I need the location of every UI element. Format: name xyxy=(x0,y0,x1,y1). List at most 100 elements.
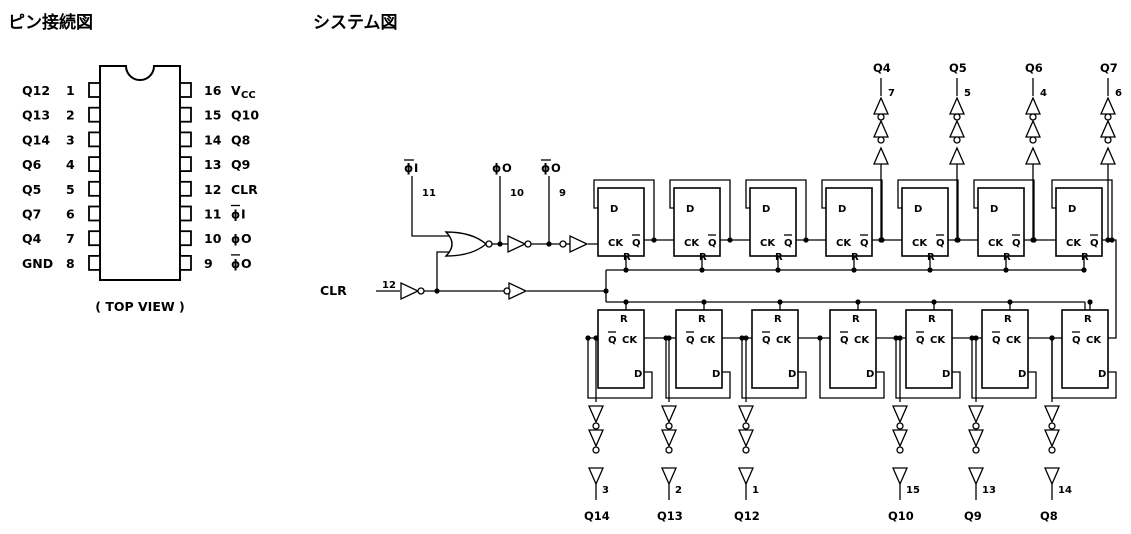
pin-8-lead xyxy=(88,254,101,271)
pin-4-name: Q6 xyxy=(22,157,42,172)
inverter-bubble xyxy=(665,422,673,430)
inverter-bubble xyxy=(953,113,961,121)
ff-ck-label: CK xyxy=(608,238,624,249)
inverter-bubble xyxy=(485,240,493,248)
pin-10-number: 10 xyxy=(204,231,222,246)
bottom-output-pin: 1 xyxy=(752,485,759,496)
output-buffer xyxy=(1100,146,1116,165)
output-buffer xyxy=(892,405,908,424)
pin-11-name: I xyxy=(241,207,246,222)
clr-input-label: CLR xyxy=(320,283,347,298)
inverter-bubble xyxy=(877,136,885,144)
pin-7-number: 7 xyxy=(66,231,75,246)
junction-dot xyxy=(593,335,599,341)
nor-gate xyxy=(444,231,488,257)
clr-buffer xyxy=(508,281,528,301)
ff-qbar-label: Q xyxy=(936,238,945,249)
output-buffer xyxy=(1025,146,1041,165)
bottom-flip-flop xyxy=(675,309,723,389)
ff-d-label: D xyxy=(866,369,874,380)
bottom-output-pin: 13 xyxy=(982,485,996,496)
ff-d-label: D xyxy=(838,204,846,215)
pin-9-phi: ϕ xyxy=(231,257,240,271)
junction-dot xyxy=(1105,237,1111,243)
inverter-bubble xyxy=(972,446,980,454)
junction-dot xyxy=(623,299,629,305)
junction-dot xyxy=(1087,299,1093,305)
ff-ck-label: CK xyxy=(776,335,792,346)
top-output-pin: 6 xyxy=(1115,88,1122,99)
bottom-output-pin: 2 xyxy=(675,485,682,496)
output-buffer xyxy=(661,429,677,448)
pin-5-lead xyxy=(88,180,101,197)
top-output-name: Q7 xyxy=(1100,61,1118,75)
top-flip-flop xyxy=(977,187,1025,257)
ff-qbar-label: Q xyxy=(860,238,869,249)
ic-package-outline xyxy=(99,65,181,281)
ff-r-label: R xyxy=(774,314,782,325)
bottom-output-pin: 14 xyxy=(1058,485,1072,496)
pin-12-lead xyxy=(179,180,192,197)
ff-qbar-label: Q xyxy=(1012,238,1021,249)
output-buffer xyxy=(1100,96,1116,115)
output-buffer xyxy=(873,146,889,165)
pin-10-name: O xyxy=(241,231,252,246)
inverter-bubble xyxy=(592,422,600,430)
clock-input-wire xyxy=(411,176,449,237)
pin-13-number: 13 xyxy=(204,157,221,172)
pin-7-lead xyxy=(88,230,101,247)
top-output-name: Q6 xyxy=(1025,61,1043,75)
ff-r-label: R xyxy=(699,252,707,263)
pin-1-number: 1 xyxy=(66,83,75,98)
bottom-flip-flop xyxy=(829,309,877,389)
top-output-pin: 7 xyxy=(888,88,895,99)
ff-qbar-label: Q xyxy=(762,335,771,346)
ff-d-label: D xyxy=(942,369,950,380)
pin-16-lead xyxy=(179,82,192,98)
inverter-bubble xyxy=(953,136,961,144)
clr-inverter xyxy=(400,281,420,301)
ff-qbar-label: Q xyxy=(632,238,641,249)
ff-ck-label: CK xyxy=(1006,335,1022,346)
ff-d-label: D xyxy=(1098,369,1106,380)
clk-input-phi: ϕ xyxy=(541,161,550,175)
top-output-pin: 5 xyxy=(964,88,971,99)
top-output-name: Q4 xyxy=(873,61,891,75)
ff-ck-label: CK xyxy=(760,238,776,249)
bottom-output-name: Q13 xyxy=(657,509,683,523)
junction-dot xyxy=(497,241,503,247)
pin-3-name: Q14 xyxy=(22,132,50,147)
ff-ck-label: CK xyxy=(854,335,870,346)
ff-r-label: R xyxy=(775,252,783,263)
pin-13-lead xyxy=(179,156,192,173)
junction-dot xyxy=(666,335,672,341)
junction-dot xyxy=(851,267,857,273)
ff-qbar-label: Q xyxy=(784,238,793,249)
inverter-bubble xyxy=(503,287,511,295)
top-output-pin: 4 xyxy=(1040,88,1047,99)
pin-11-lead xyxy=(179,205,192,222)
wire xyxy=(436,251,449,291)
top-flip-flop xyxy=(673,187,721,257)
inverter-bubble xyxy=(742,422,750,430)
pin-6-name: Q7 xyxy=(22,207,41,222)
output-buffer xyxy=(738,429,754,448)
ff-qbar-label: Q xyxy=(916,335,925,346)
ff-ck-label: CK xyxy=(1066,238,1082,249)
inverter-bubble xyxy=(1048,422,1056,430)
output-buffer xyxy=(1100,119,1116,138)
bottom-output-name: Q14 xyxy=(584,509,610,523)
bottom-flip-flop xyxy=(1061,309,1109,389)
pin-6-number: 6 xyxy=(66,207,75,222)
inverter-bubble xyxy=(1029,136,1037,144)
output-buffer xyxy=(1044,429,1060,448)
top-flip-flop xyxy=(901,187,949,257)
junction-dot xyxy=(954,237,960,243)
bottom-flip-flop xyxy=(905,309,953,389)
clock-buffer xyxy=(569,234,589,254)
pin-9-number: 9 xyxy=(204,256,213,271)
output-buffer xyxy=(949,146,965,165)
junction-dot xyxy=(434,288,440,294)
inverter-bubble xyxy=(1029,113,1037,121)
